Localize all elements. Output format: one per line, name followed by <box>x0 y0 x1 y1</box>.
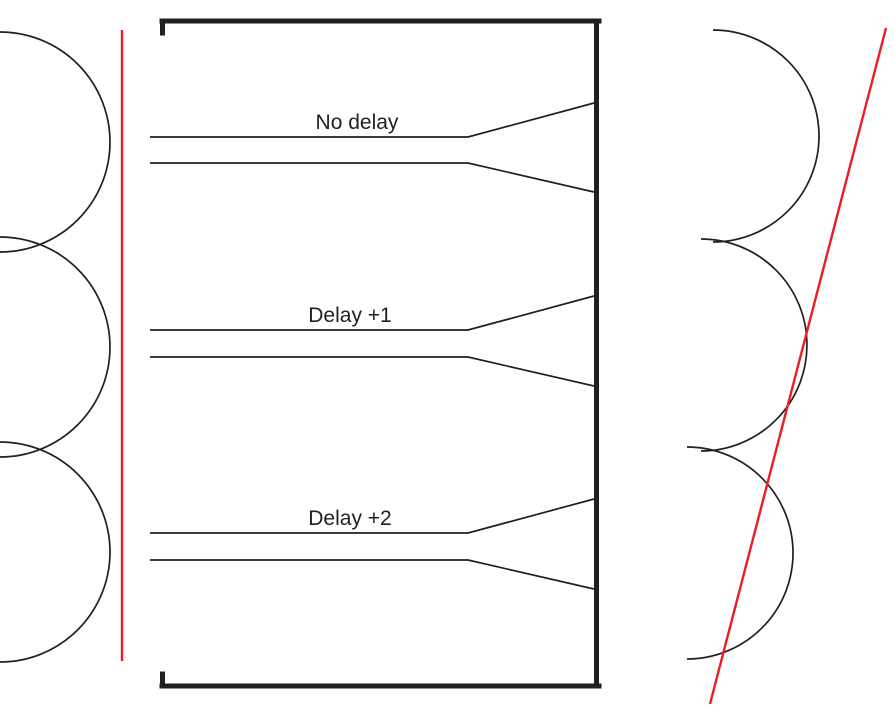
incoming-wavefronts <box>0 31 111 663</box>
incoming-wavefront-arc-2 <box>0 236 111 458</box>
channel-1-upper-line <box>150 102 595 138</box>
emitted-wavefront-arc-1 <box>712 29 820 243</box>
incoming-wavefront-arc-3 <box>0 441 111 663</box>
channel-1-label: No delay <box>316 111 399 134</box>
channel-3-lower-line <box>150 559 595 590</box>
delay-box <box>159 18 602 689</box>
channel-2-upper-line <box>150 295 595 331</box>
delay-channel-2: Delay +1 <box>150 295 595 387</box>
channel-3-upper-line <box>150 498 595 534</box>
steered-wavefront-line <box>708 27 888 705</box>
incoming-wavefront-arc-1 <box>0 31 111 253</box>
channel-2-lower-line <box>150 356 595 387</box>
channel-3-label: Delay +2 <box>308 507 391 530</box>
channel-2-label: Delay +1 <box>308 304 391 327</box>
delay-channel-3: Delay +2 <box>150 498 595 590</box>
emitted-wavefronts <box>686 29 820 660</box>
channel-1-lower-line <box>150 162 595 193</box>
emitted-wavefront-arc-3 <box>686 446 794 660</box>
delay-channel-1: No delay <box>150 102 595 193</box>
emitted-wavefront-arc-2 <box>700 238 808 452</box>
